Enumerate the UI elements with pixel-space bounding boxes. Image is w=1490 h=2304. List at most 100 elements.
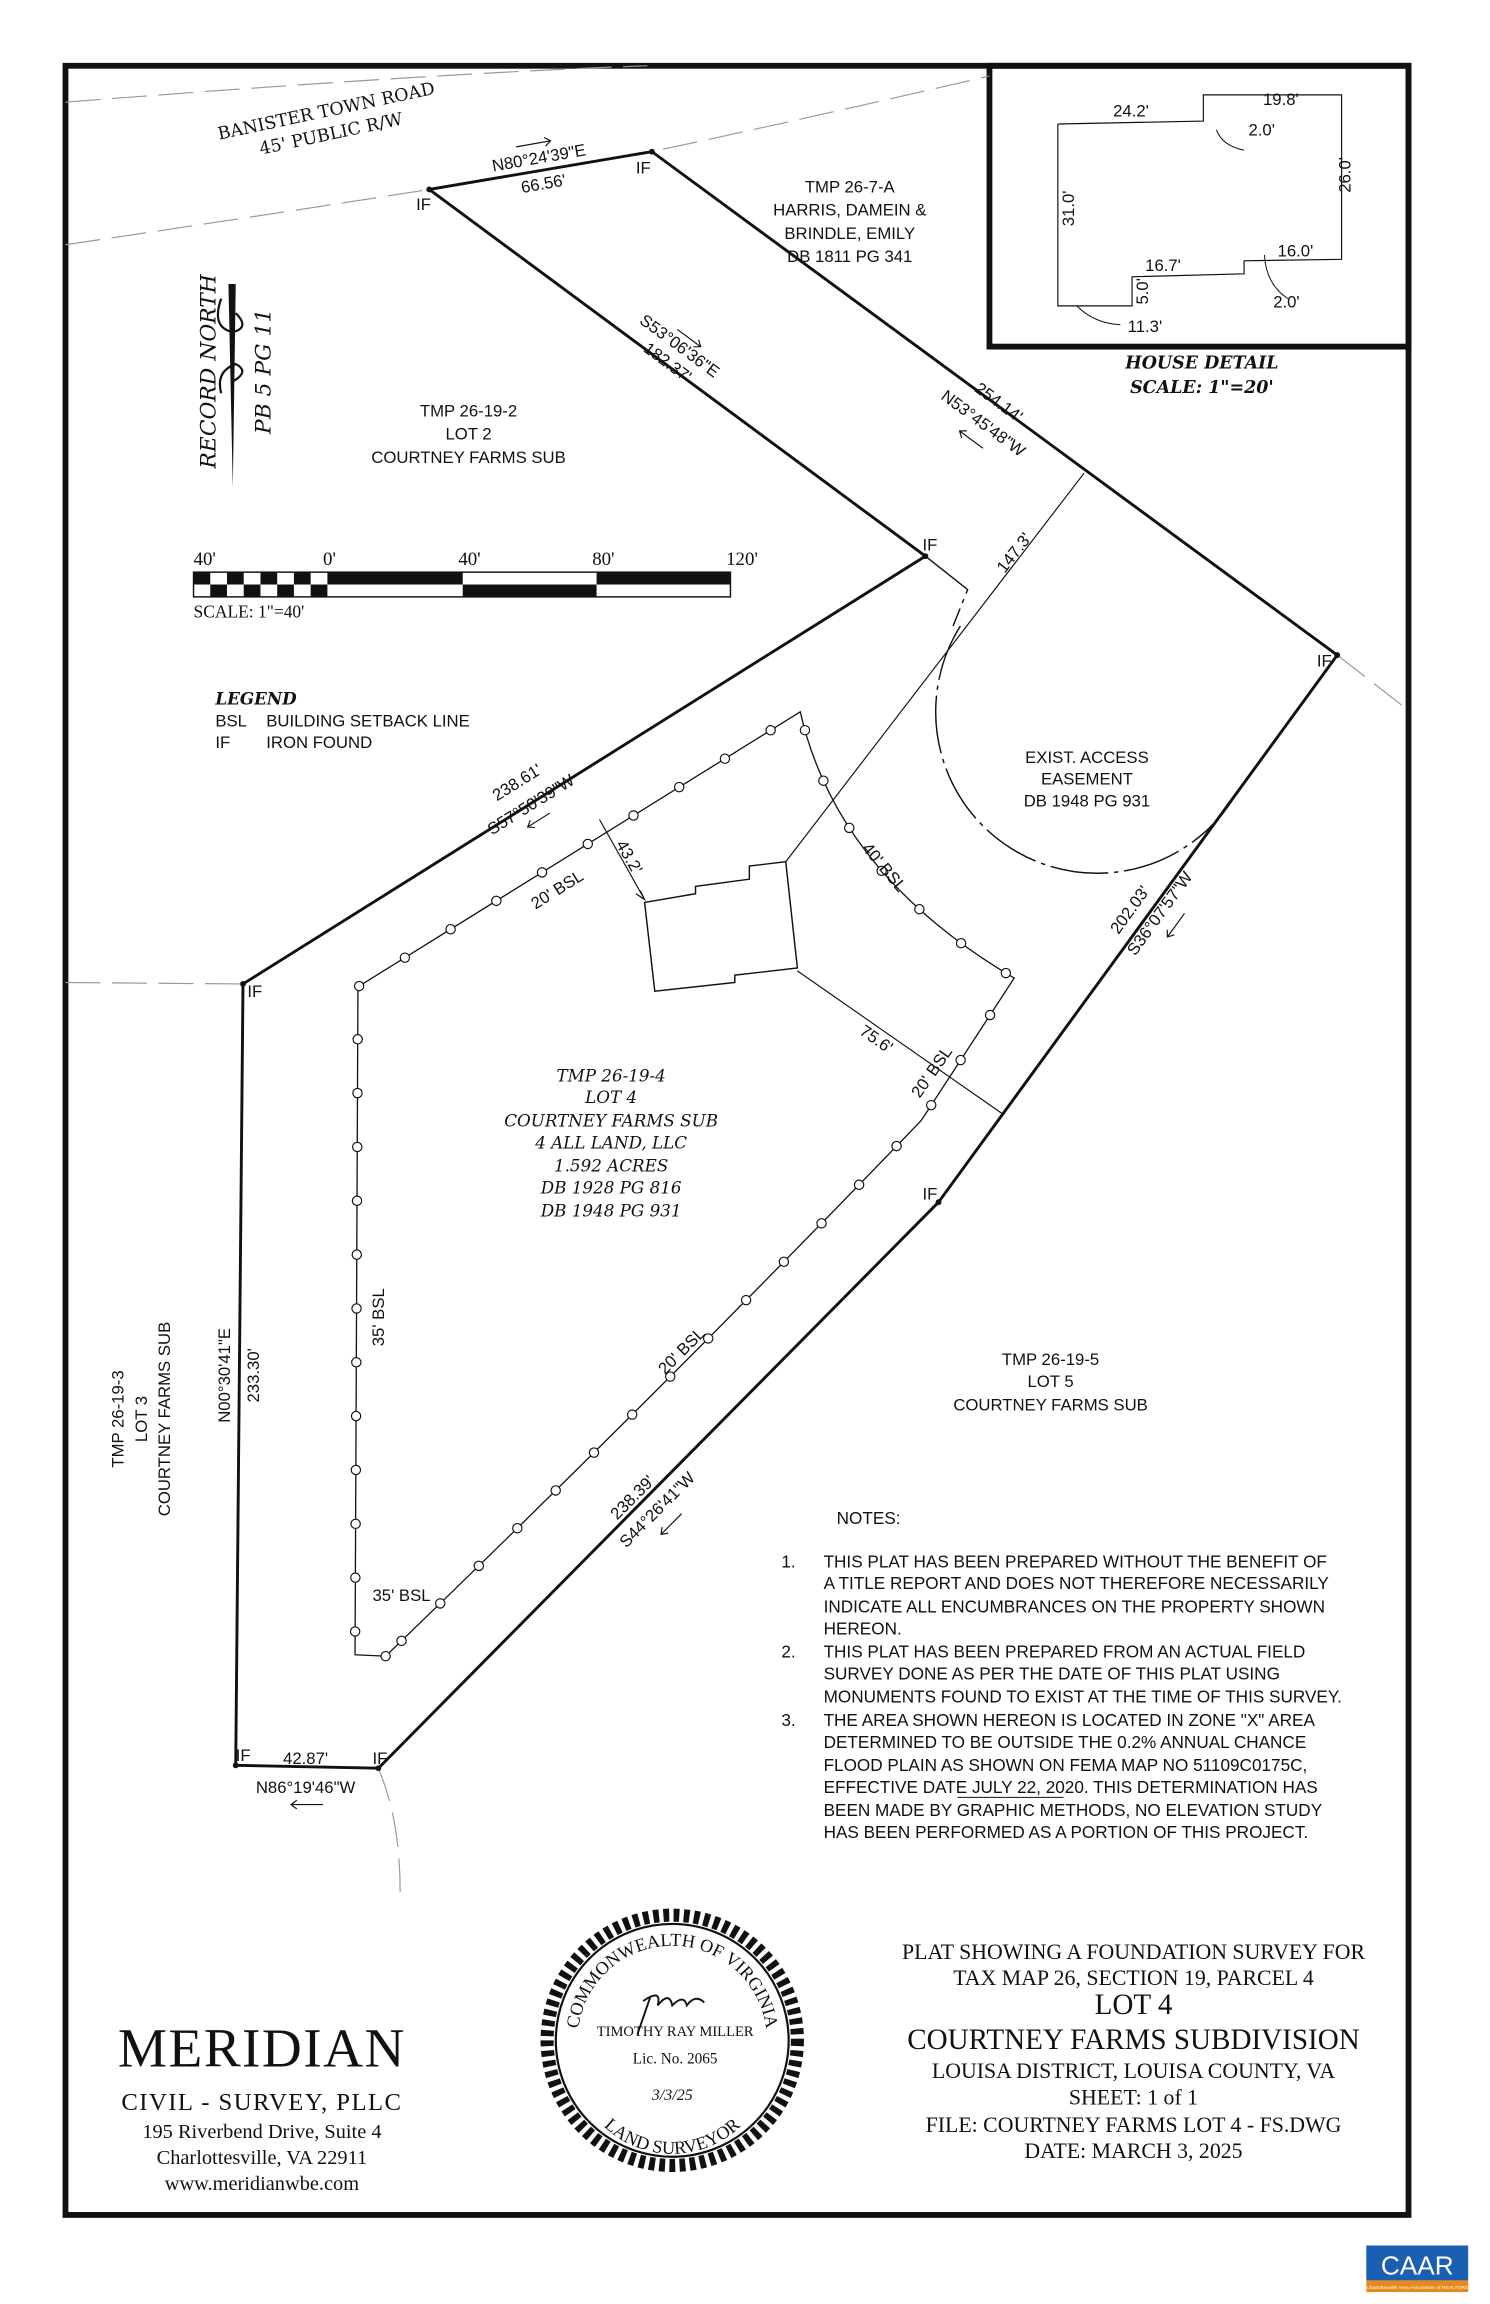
setback-marker	[399, 952, 411, 963]
parcel-text: LOT 3	[132, 1396, 151, 1442]
setback-marker	[473, 1560, 485, 1572]
notes-title: NOTES:	[837, 1508, 901, 1528]
setback-marker	[665, 1371, 676, 1382]
dim-label: 19.8'	[1263, 90, 1299, 109]
setback-marker	[925, 1099, 937, 1111]
distance-text: 66.56'	[520, 171, 568, 198]
title-subdivision: COURTNEY FARMS SUBDIVISION	[907, 2024, 1360, 2056]
parcel-text: BRINDLE, EMILY	[784, 224, 915, 243]
access-easement	[924, 555, 1235, 874]
parcel-harris: TMP 26-7-A HARRIS, DAMEIN & BRINDLE, EMI…	[773, 177, 926, 266]
note-line: A TITLE REPORT AND DOES NOT THEREFORE NE…	[824, 1573, 1330, 1593]
setback-marker	[628, 810, 639, 821]
se-bearing-label: 202.03' S36°07'57"W	[1106, 868, 1196, 959]
title-date: DATE: MARCH 3, 2025	[1024, 2139, 1242, 2163]
dim-label: 16.7'	[1145, 256, 1181, 275]
note-line: EFFECTIVE DATE JULY 22, 2020. THIS DETER…	[824, 1777, 1318, 1797]
north-arrow: RECORD NORTH PB 5 PG 11	[196, 273, 277, 488]
setback-marker	[853, 1179, 865, 1191]
parcel-text: 4 ALL LAND, LLC	[534, 1132, 687, 1152]
setback-marker	[350, 1410, 362, 1422]
setback-marker	[914, 903, 925, 915]
parcel-text: TMP 26-19-2	[420, 401, 517, 420]
surveyor-seal: COMMONWEALTH OF VIRGINIA LAND SURVEYOR T…	[540, 1908, 804, 2173]
bearing-text: N00°30'41"E	[215, 1328, 234, 1423]
house-footprint	[643, 860, 799, 993]
house-detail-box	[986, 62, 1412, 350]
road-label: BANISTER TOWN ROAD 45' PUBLIC R/W	[216, 79, 437, 160]
parcel-lot2: TMP 26-19-2 LOT 2 COURTNEY FARMS SUB	[371, 401, 565, 467]
record-north-label: RECORD NORTH	[196, 273, 221, 469]
parcel-lot3: TMP 26-19-3 LOT 3 COURTNEY FARMS SUB	[109, 1322, 175, 1516]
east-bearing-label: 254.14' N53°45'48"W	[938, 379, 1029, 461]
parcel-text: TMP 26-19-3	[109, 1370, 128, 1467]
easement-text: EASEMENT	[1041, 770, 1133, 789]
parcel-lot4: TMP 26-19-4 LOT 4 COURTNEY FARMS SUB 4 A…	[504, 1065, 718, 1220]
setback-marker	[626, 1409, 638, 1420]
setback-label: 35' BSL	[373, 1586, 431, 1605]
if-label: IF	[373, 1749, 388, 1768]
note-line: THIS PLAT HAS BEEN PREPARED WITHOUT THE …	[824, 1551, 1327, 1571]
dim-label: 5.0'	[1133, 278, 1152, 304]
title-line: TAX MAP 26, SECTION 19, PARCEL 4	[953, 1966, 1314, 1990]
setback-marker	[702, 1333, 714, 1344]
if-label: IF	[923, 535, 938, 554]
parcel-text: LOT 2	[445, 425, 491, 444]
if-label: IF	[1317, 652, 1332, 671]
setback-marker	[351, 1249, 363, 1260]
house-detail: 24.2' 19.8' 2.0' 26.0' 31.0' 16.0' 16.7'…	[1057, 90, 1354, 398]
road-bearing-label: N80°24'39"E 66.56'	[490, 137, 587, 198]
setback-marker	[673, 781, 685, 793]
setback-marker	[719, 753, 731, 764]
setback-marker	[396, 1635, 407, 1647]
parcel-text: COURTNEY FARMS SUB	[371, 448, 565, 467]
setback-marker	[351, 1303, 362, 1314]
title-sheet: SHEET: 1 of 1	[1069, 2085, 1198, 2109]
scale-check	[310, 584, 328, 597]
seal-name: TIMOTHY RAY MILLER	[597, 2024, 754, 2040]
dim-label: 31.0'	[1059, 191, 1078, 227]
parcel-text: DB 1928 PG 816	[540, 1177, 682, 1197]
note-line: HAS BEEN PERFORMED AS A PORTION OF THIS …	[824, 1822, 1309, 1842]
setback-marker	[491, 895, 502, 907]
company-block: MERIDIAN CIVIL - SURVEY, PLLC 195 Riverb…	[118, 2018, 405, 2196]
setback-marker	[434, 1598, 446, 1609]
easement-text: DB 1948 PG 931	[1024, 791, 1150, 810]
setback-marker	[352, 1141, 363, 1153]
parcel-text: COURTNEY FARMS SUB	[953, 1395, 1147, 1414]
parcel-text: HARRIS, DAMEIN &	[773, 201, 926, 220]
building-setback-line	[354, 710, 1016, 1657]
setback-label: 20' BSL	[528, 866, 587, 913]
easement-offset-line	[785, 472, 1085, 863]
dim-label: 26.0'	[1335, 157, 1354, 193]
parcel-text: COURTNEY FARMS SUB	[504, 1111, 718, 1131]
parcel-text: LOT 4	[584, 1087, 637, 1107]
setback-marker	[380, 1650, 391, 1662]
easement-text: EXIST. ACCESS	[1025, 748, 1149, 767]
west-bearing-label: N00°30'41"E 233.30'	[215, 1328, 263, 1423]
title-line: PLAT SHOWING A FOUNDATION SURVEY FOR	[902, 1940, 1365, 1964]
house-offset-label: 75.6'	[856, 1021, 896, 1057]
house-detail-scale: SCALE: 1"=20'	[1130, 378, 1274, 398]
easement-label: EXIST. ACCESS EASEMENT DB 1948 PG 931	[1024, 748, 1150, 811]
dim-label: 11.3'	[1128, 317, 1163, 336]
company-address: Charlottesville, VA 22911	[157, 2147, 368, 2169]
parcel-text: LOT 5	[1027, 1372, 1073, 1391]
setback-vertex-markers	[349, 724, 1012, 1662]
setback-marker	[353, 980, 365, 992]
parcel-text: DB 1948 PG 931	[540, 1201, 682, 1221]
south-bearing-label: 42.87' N86°19'46"W	[256, 1749, 356, 1810]
dim-label: 2.0'	[1273, 292, 1299, 311]
setback-marker	[350, 1572, 361, 1583]
distance-text: 233.30'	[244, 1348, 263, 1402]
setback-marker	[818, 775, 829, 786]
scale-tick: 40'	[194, 549, 216, 570]
scale-check	[293, 572, 311, 585]
setback-marker	[352, 1034, 363, 1045]
scale-check	[193, 572, 211, 585]
setback-marker	[1000, 967, 1012, 979]
property-boundary	[234, 150, 1339, 1770]
legend-abbr: IF	[215, 733, 230, 752]
note-line: BEEN MADE BY GRAPHIC METHODS, NO ELEVATI…	[824, 1800, 1323, 1820]
